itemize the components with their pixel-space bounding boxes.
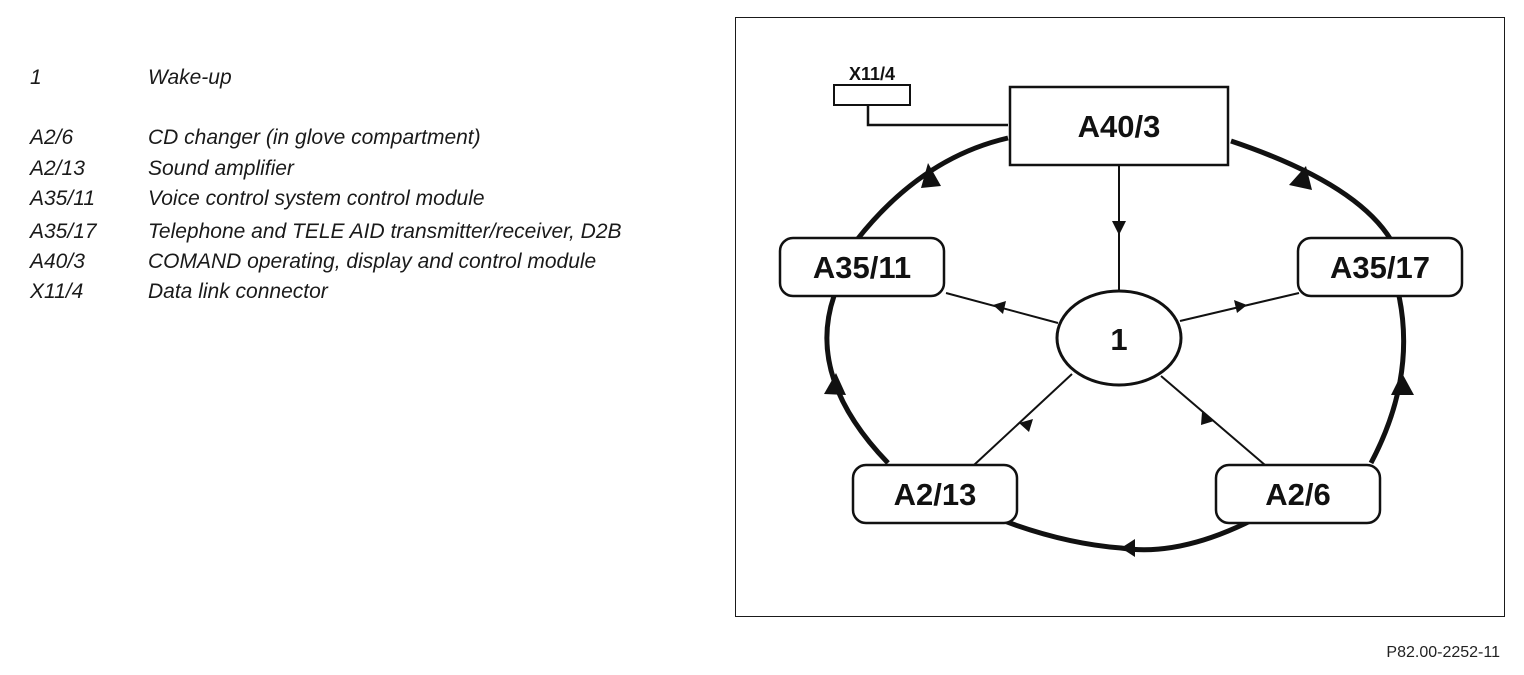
ring-arrows [824,163,1414,557]
ring-arrow-right-top [1289,166,1312,190]
legend-code: A35/17 [30,220,97,243]
wakeup-arrow-a35-17 [1234,300,1247,313]
a35-11-node [778,236,946,298]
x11-4-label: X11/4 [849,64,895,84]
ring-arrow-left-bottom [824,373,846,395]
wakeup-arrow-a40-3 [1112,221,1126,235]
legend-description: COMAND operating, display and control mo… [148,250,597,273]
legend-description: Wake-up [148,66,232,89]
x11-4-connector [833,84,911,106]
network-diagram: X11/4 A40/3 A35/11 A35/17 A2/13 A2/6 1 [735,17,1505,617]
figure-id: P82.00-2252-11 [1386,644,1500,661]
a2-6-label: A2/6 [1265,477,1330,512]
legend-code: A40/3 [30,250,85,273]
legend-description: Telephone and TELE AID transmitter/recei… [148,220,622,243]
a35-11-label: A35/11 [813,250,911,285]
ring-arrow-right-bottom [1391,373,1414,395]
a2-6-node [1214,463,1382,525]
a40-3-label: A40/3 [1078,109,1161,144]
legend-code: A2/13 [30,157,85,180]
legend-description: CD changer (in glove compartment) [148,126,481,149]
x11-4-link-line [866,103,1008,127]
ring-segment-a40-3-to-a35-17 [1230,138,1394,242]
legend-description: Data link connector [148,280,328,303]
wakeup-label: 1 [1110,322,1127,357]
a35-17-node [1296,236,1464,298]
legend-code: A35/11 [30,187,95,210]
ring-segment-a35-11-to-a40-3 [854,135,1009,243]
diagram-canvas: X11/4 A40/3 A35/11 A35/17 A2/13 A2/6 1 [778,64,1464,557]
a40-3-node [1008,85,1230,167]
wakeup-arrow-a35-11 [993,301,1006,314]
ring-arrow-left-top [921,163,941,188]
a2-13-node [851,463,1019,525]
a2-13-label: A2/13 [894,477,977,512]
a35-17-label: A35/17 [1330,250,1430,285]
wakeup-arrow-a2-13 [1019,419,1033,432]
wakeup-arrow-a2-6 [1201,412,1214,425]
legend-code: 1 [30,66,42,89]
wakeup-line-a2-13 [973,373,1073,466]
legend-code: A2/6 [30,126,74,149]
legend-description: Voice control system control module [148,187,485,210]
wakeup-node [1055,289,1183,387]
wakeup-arrows [993,221,1247,432]
legend-code: X11/4 [30,280,84,303]
legend-description: Sound amplifier [148,157,294,180]
ring-arrow-bottom [1121,539,1135,557]
